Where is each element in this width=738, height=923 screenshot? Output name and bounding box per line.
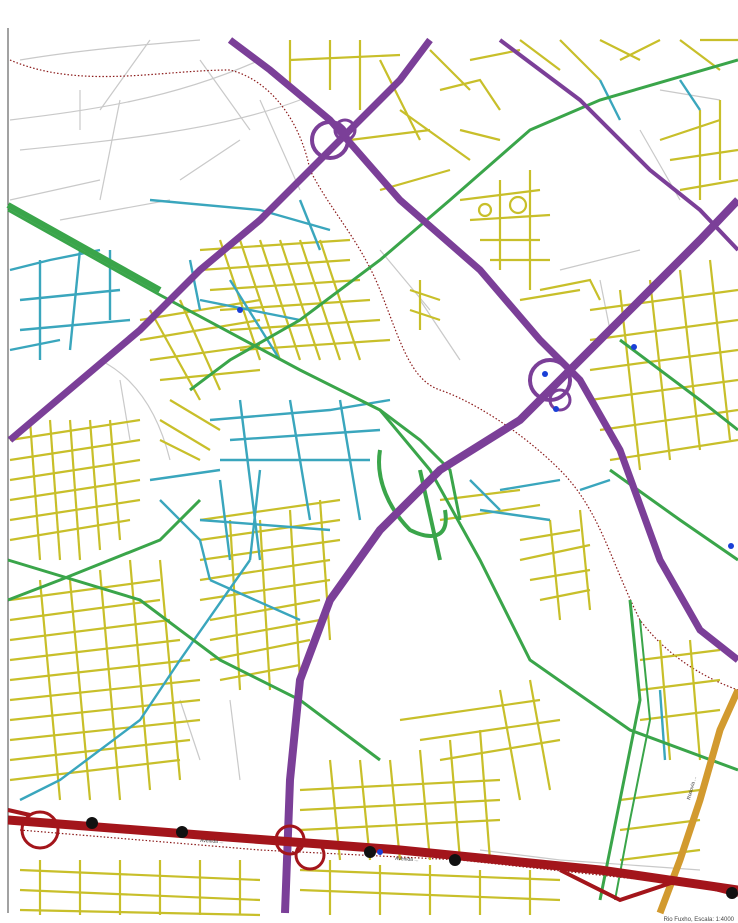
stop-marker[interactable] bbox=[553, 406, 559, 412]
stop-marker[interactable] bbox=[728, 543, 734, 549]
stop-marker[interactable] bbox=[542, 371, 548, 377]
road-label: Avenida ... bbox=[200, 838, 224, 845]
rail-loop-west bbox=[20, 810, 60, 850]
bus-stops bbox=[237, 307, 734, 855]
interchange-north-inner bbox=[333, 118, 357, 142]
station-marker[interactable] bbox=[449, 854, 461, 866]
interchange-center-inner bbox=[548, 388, 572, 412]
road-label: Rodovia ... bbox=[686, 776, 698, 801]
rail-loop-center bbox=[274, 824, 306, 856]
station-marker[interactable] bbox=[176, 826, 188, 838]
map-footer-scale: Rio Fuxho, Escala: 1:4000 bbox=[663, 917, 734, 923]
road-label: Avenida ... bbox=[395, 856, 419, 863]
arterial-roads bbox=[6, 58, 738, 901]
station-marker[interactable] bbox=[364, 846, 376, 858]
station-marker[interactable] bbox=[726, 887, 738, 899]
stop-marker[interactable] bbox=[237, 307, 243, 313]
rail-stations bbox=[86, 817, 738, 899]
stop-marker[interactable] bbox=[631, 344, 637, 350]
rail-dotted-lines bbox=[9, 59, 738, 891]
rail-loop-center-b bbox=[294, 839, 326, 871]
expressways bbox=[7, 37, 738, 914]
rail-corridor bbox=[7, 808, 738, 903]
road-labels: Avenida ... Avenida ... Rodovia ... bbox=[200, 776, 698, 863]
stop-marker[interactable] bbox=[377, 849, 383, 855]
collector-streets bbox=[9, 79, 701, 802]
station-marker[interactable] bbox=[86, 817, 98, 829]
